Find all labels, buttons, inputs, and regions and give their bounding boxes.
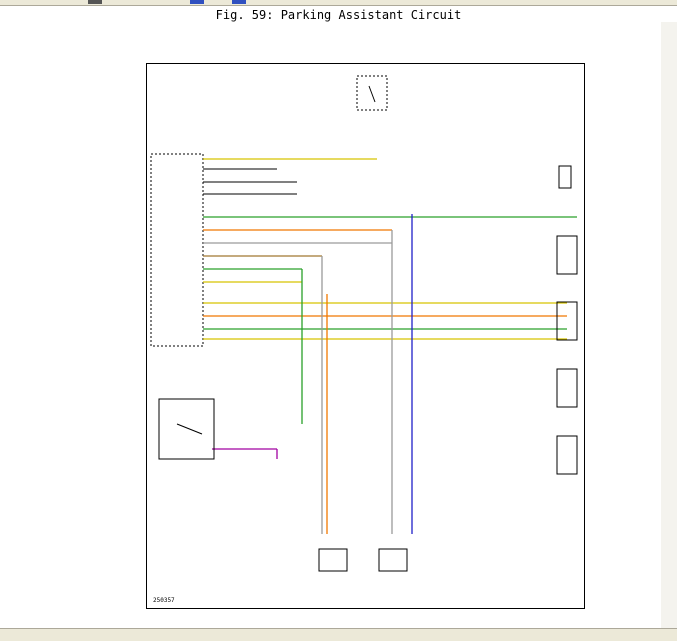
rear-sensor	[556, 368, 578, 408]
vertical-scrollbar[interactable]	[661, 22, 677, 628]
status-bar	[0, 628, 677, 641]
toolbar-button[interactable]	[88, 0, 102, 4]
toolbar-button[interactable]	[232, 0, 246, 4]
wiring-diagram: 250357	[150, 75, 578, 604]
parking-aid-module	[150, 153, 204, 347]
relay-coil	[368, 85, 376, 103]
figure-caption: Fig. 59: Parking Assistant Circuit	[215, 8, 462, 22]
diagram-ref: 250357	[153, 597, 175, 604]
switch-blade	[176, 423, 203, 435]
rear-sensor	[556, 235, 578, 275]
rear-sensor	[556, 435, 578, 475]
toolbar	[0, 0, 677, 6]
speaker	[558, 165, 572, 189]
switch-box	[158, 398, 215, 460]
rear-sensor	[556, 301, 578, 341]
toolbar-button[interactable]	[190, 0, 204, 4]
front-sensor	[318, 548, 348, 572]
diagram-frame: 250357	[146, 63, 585, 609]
front-sensor	[378, 548, 408, 572]
